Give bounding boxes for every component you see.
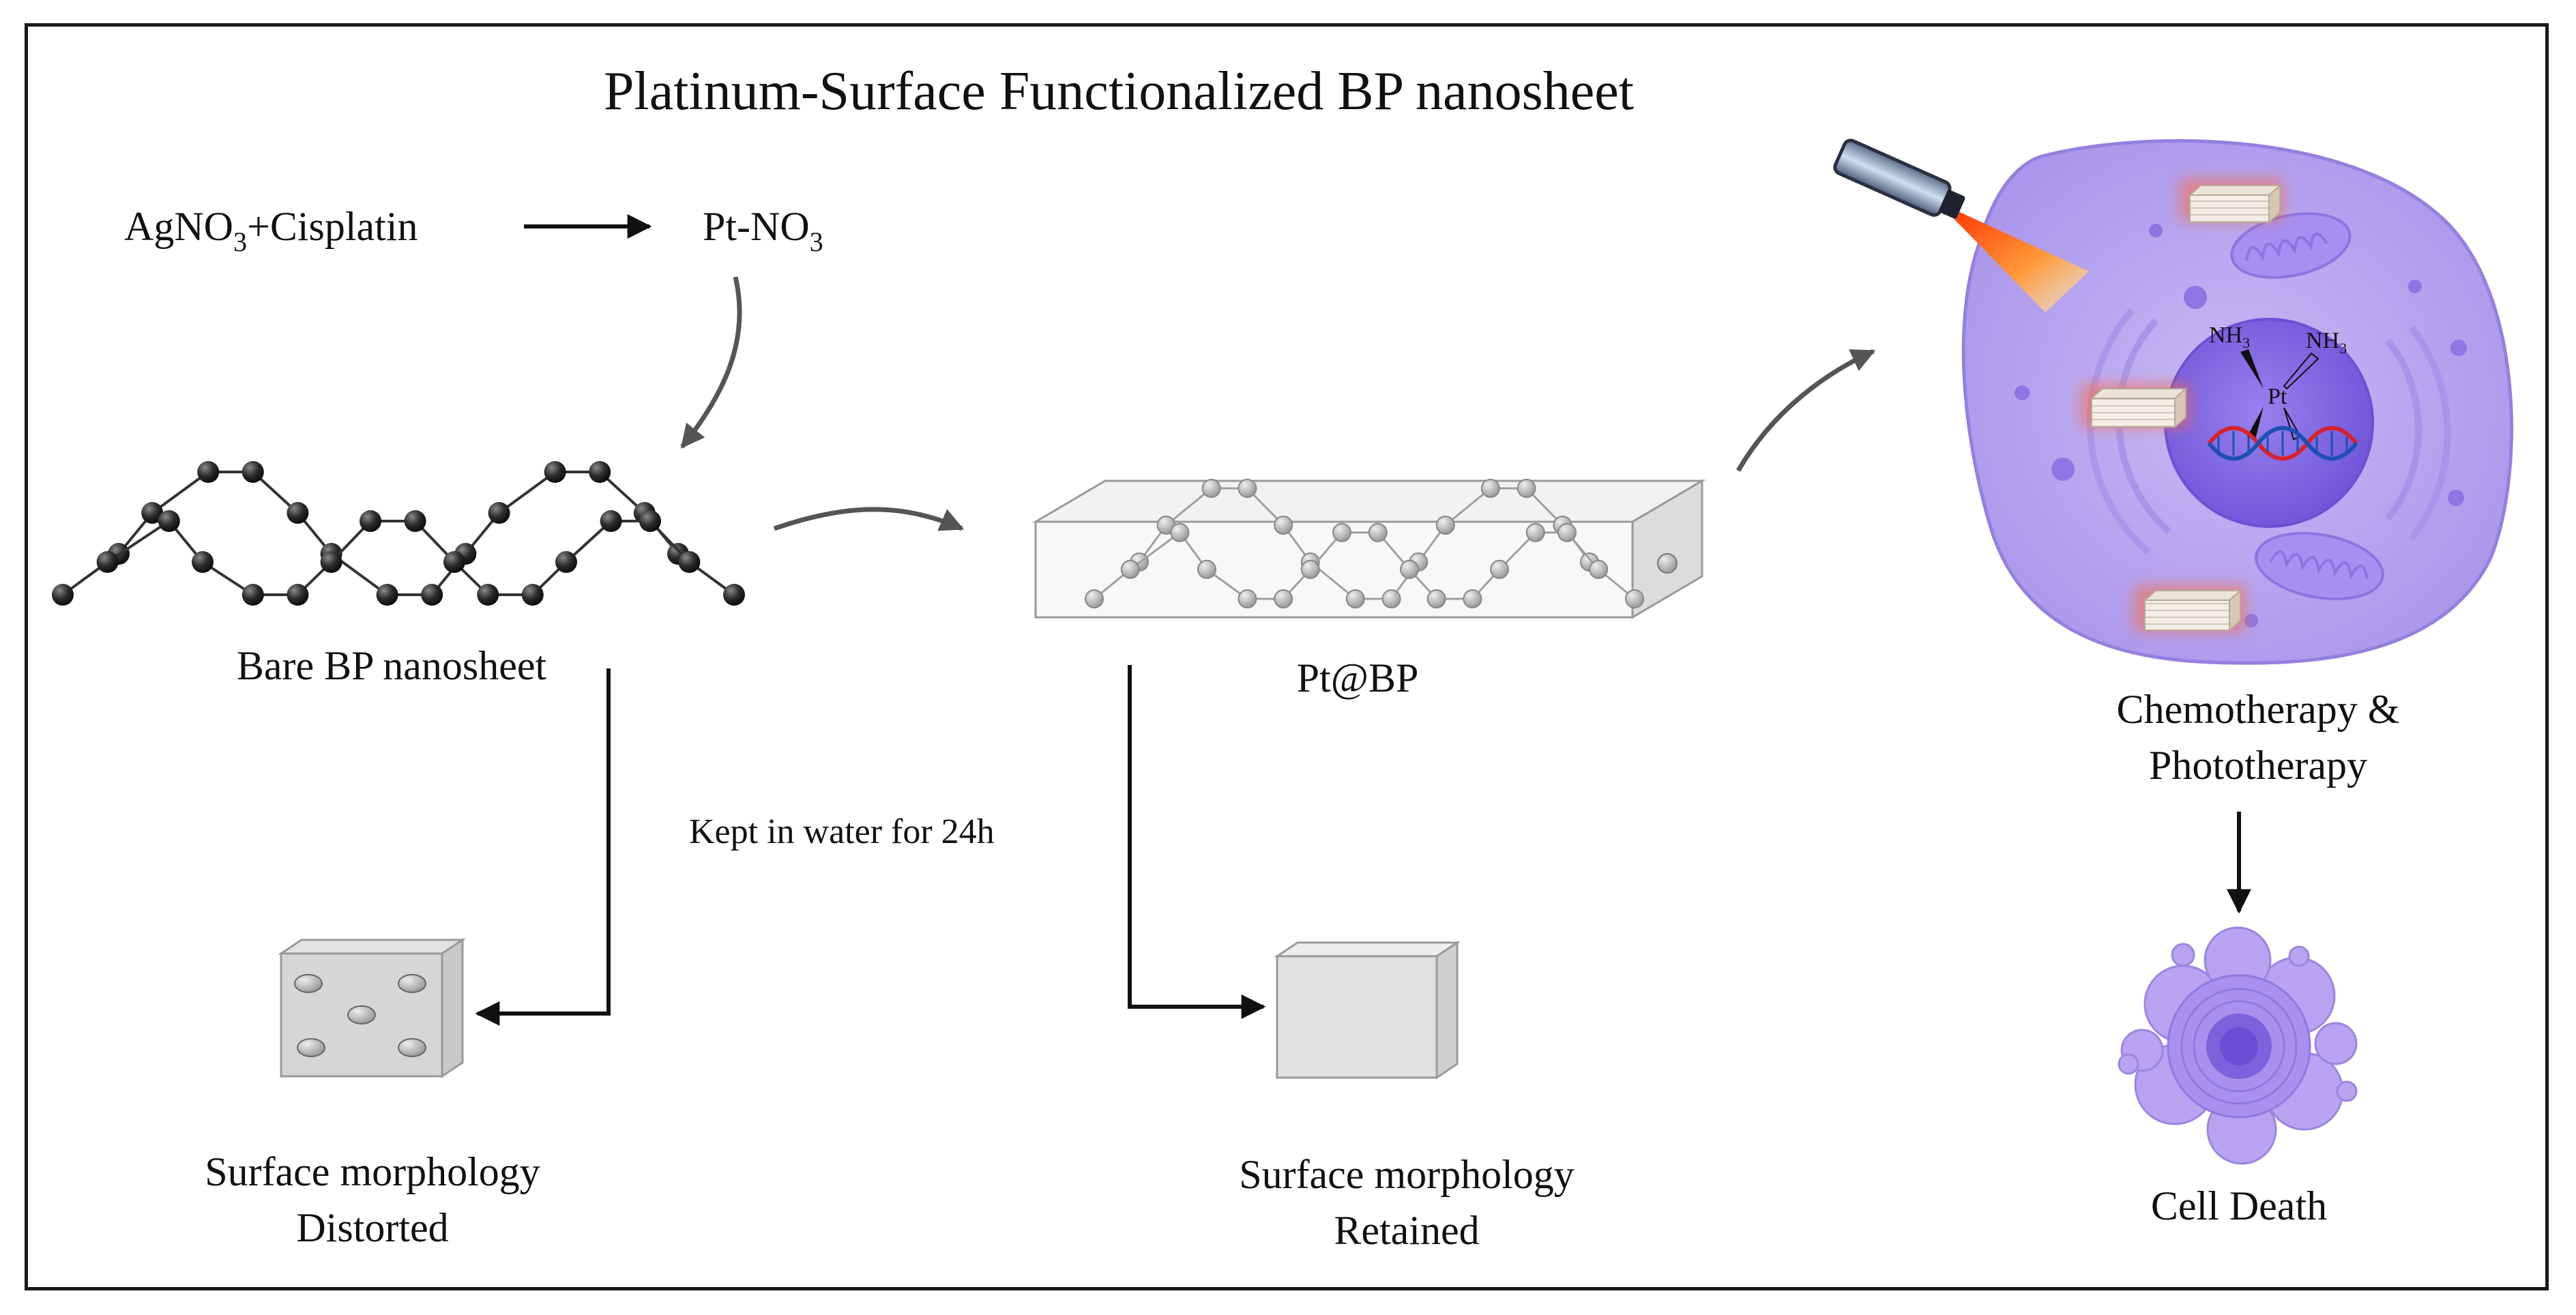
phosphorus-atom [1238,589,1257,608]
phosphorus-atom [1480,479,1500,498]
ptbp-label: Pt@BP [1297,655,1419,700]
nanosheet-in-cell [2081,383,2190,429]
phosphorus-atom [1525,522,1545,542]
phosphorus-atom [141,502,164,524]
phosphorus-atom [589,461,611,483]
phosphorus-atom [1238,479,1257,498]
phosphorus-atom [376,584,398,606]
phosphorus-atom [544,461,566,483]
retained-label-2: Retained [1334,1208,1479,1253]
therapy-label-2: Phototherapy [2149,743,2367,788]
phosphorus-atom [555,551,577,573]
cisplatin-structure: NH3 NH3 Pt [2209,323,2347,441]
retained-label-1: Surface morphology [1239,1152,1575,1197]
lattice-bond [498,471,556,514]
arrow-to-retained [1128,665,1266,1019]
phosphorus-atom [1490,559,1509,579]
phosphorus-atom [1381,589,1401,608]
therapy-label-1: Chemotherapy & [2117,687,2400,732]
phosphorus-atom [1345,589,1365,608]
dead-cell-icon [2118,926,2358,1165]
phosphorus-atom [1274,516,1293,535]
retained-cube [1274,941,1461,1080]
phosphorus-atom [1332,522,1351,542]
nh3-right: NH3 [2306,328,2347,357]
phosphorus-atom [421,584,443,606]
phosphorus-atom [1625,589,1644,608]
phosphorus-atom [723,584,745,606]
phosphorus-atom [1517,479,1536,498]
lattice-bond [1165,487,1212,527]
phosphorus-atom [1435,516,1455,535]
phosphorus-atom [192,551,214,573]
cell-death-label: Cell Death [2151,1183,2327,1228]
condition-label: Kept in water for 24h [689,812,995,851]
phosphorus-atom [600,510,622,532]
phosphorus-atom [197,461,220,483]
ptbp-block [1031,479,1706,619]
phosphorus-atom [678,551,701,573]
curved-arrow-to-bare [680,276,742,449]
reactants-label: AgNO3+Cisplatin [124,204,418,257]
lattice-bond [1444,487,1491,527]
phosphorus-atom [1201,479,1221,498]
distorted-label-2: Distorted [296,1205,448,1250]
mitochondria-icon [2230,212,2352,279]
nanosheet-in-cell [2134,585,2246,632]
mitochondria-icon [2255,531,2384,601]
nanosheet-in-cell [2180,179,2283,224]
phosphorus-atom [521,584,544,606]
phosphorus-atom [241,584,264,606]
phosphorus-atom [241,461,264,483]
distorted-cube [278,938,466,1078]
lattice-bond [1129,531,1181,571]
diagram-title: Platinum-Surface Functionalized BP nanos… [604,61,1634,121]
phosphorus-atom [320,551,342,573]
lattice-bond [151,471,209,514]
phosphorus-atom [1400,559,1419,579]
distorted-label-1: Surface morphology [205,1149,540,1194]
phosphorus-atom [1463,589,1482,608]
phosphorus-atom [639,510,661,532]
product-label: Pt-NO3 [703,204,823,257]
arrow-to-distorted [475,668,611,1026]
phosphorus-atom [1274,589,1293,608]
phosphorus-atom [1557,522,1577,542]
phosphorus-atom [1426,589,1446,608]
phosphorus-atom [1589,559,1609,579]
phosphorus-atom [287,502,309,524]
lattice-bond [106,520,170,563]
ptbp-inner-lattice [1085,479,1644,608]
phosphorus-atom [1300,559,1320,579]
phosphorus-atom [1120,559,1140,579]
curved-arrow-to-cell [1736,349,1876,472]
phosphorus-atom [96,551,119,573]
dna-icon [2207,426,2358,461]
phosphorus-atom [443,551,465,573]
phosphorus-atom [360,510,381,532]
phosphorus-atom [477,584,499,606]
bare-bp-nanosheet [52,461,745,606]
phosphorus-atom [404,510,426,532]
cancer-cell: NH3 NH3 Pt [1961,139,2513,665]
pt-atom: Pt [2268,384,2287,409]
phosphorus-atom [1368,522,1388,542]
phosphorus-atom [52,584,74,606]
curved-arrow-to-ptbp [773,507,965,531]
phosphorus-atom [1170,522,1190,542]
bare-bp-label: Bare BP nanosheet [237,643,547,688]
phosphorus-atom [1197,559,1216,579]
phosphorus-atom [1085,589,1104,608]
phosphorus-atom [488,502,510,524]
phosphorus-atom [287,584,309,606]
nh3-left: NH3 [2209,323,2250,351]
laser-device-icon [1833,138,2089,312]
phosphorus-atom [158,510,180,532]
